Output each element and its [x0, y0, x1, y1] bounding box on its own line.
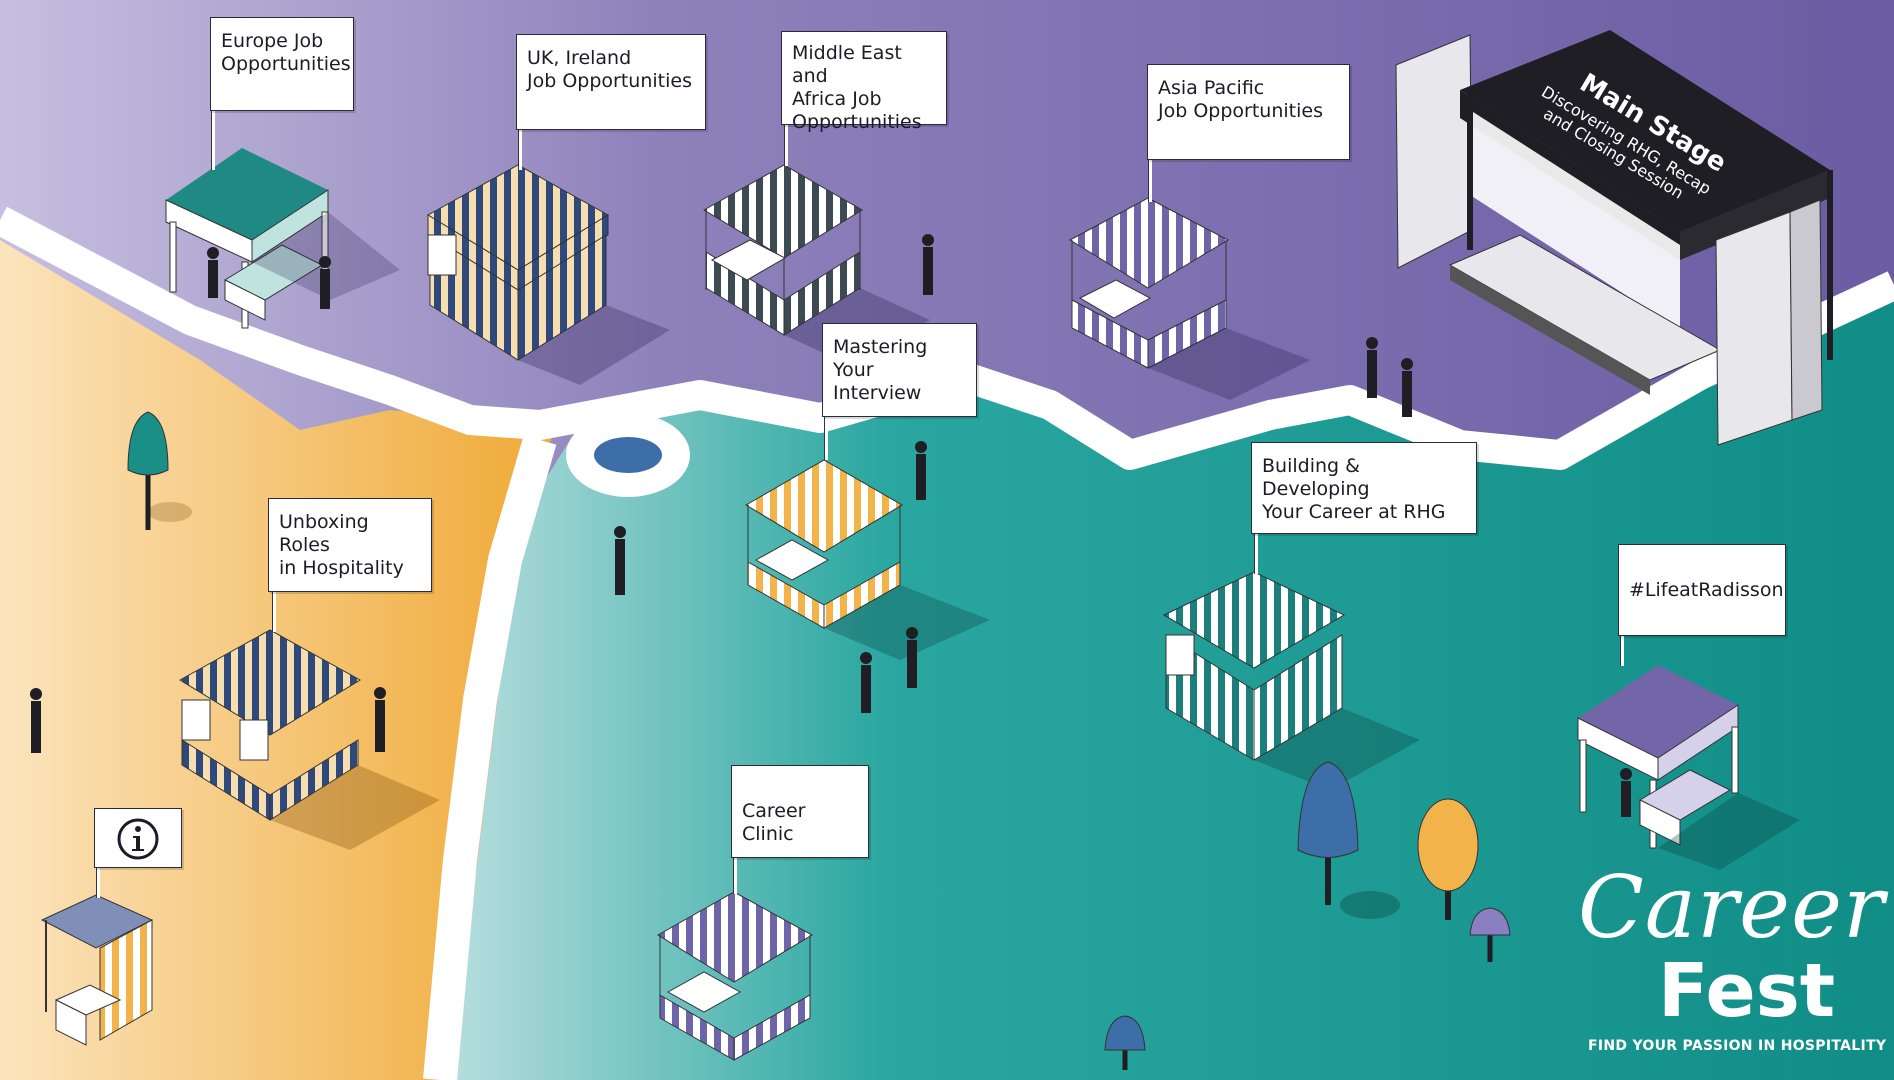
sign-lifeat-line-1: #LifeatRadisson: [1629, 579, 1784, 601]
sign-pole: [211, 110, 215, 170]
tree-orange: [1417, 798, 1479, 920]
sign-apac[interactable]: Asia Pacific Job Opportunities: [1147, 64, 1350, 160]
interview-booth[interactable]: [745, 459, 990, 660]
sign-europe-line-1: Europe Job: [221, 30, 324, 52]
sign-clinic[interactable]: Career Clinic: [731, 765, 869, 858]
sign-uk-line-2: Job Opportunities: [527, 70, 692, 92]
sign-pole: [96, 868, 100, 898]
sign-apac-line-1: Asia Pacific: [1158, 77, 1265, 99]
lifeat-booth[interactable]: [1577, 665, 1800, 870]
sign-pole: [733, 858, 737, 894]
logo-fest: Fest: [1658, 948, 1836, 1034]
sign-europe-line-2: Opportunities: [221, 53, 351, 75]
unboxing-booth[interactable]: [179, 629, 440, 850]
people: [30, 234, 1632, 817]
sign-europe[interactable]: Europe Job Opportunities: [210, 17, 354, 111]
tree-left: [127, 411, 192, 530]
uk-booth[interactable]: [427, 164, 670, 385]
career-rhg-booth[interactable]: [1162, 571, 1420, 790]
sign-uk-line-1: UK, Ireland: [527, 47, 632, 69]
sign-pole: [1620, 636, 1624, 666]
sign-mea-line-3: Opportunities: [792, 111, 922, 133]
sign-interview-line-1: Mastering Your: [833, 336, 928, 381]
sign-career-rhg-line-1: Building & Developing: [1262, 455, 1370, 500]
sign-unboxing-line-1: Unboxing Roles: [279, 511, 369, 556]
sign-interview[interactable]: Mastering Your Interview: [822, 323, 977, 417]
walkway-south: [423, 435, 557, 1080]
europe-booth[interactable]: [165, 148, 400, 329]
sign-apac-line-2: Job Opportunities: [1158, 100, 1323, 122]
sign-unboxing-line-2: in Hospitality: [279, 557, 404, 579]
sign-interview-line-2: Interview: [833, 382, 922, 404]
sign-pole: [784, 124, 788, 166]
clinic-booth[interactable]: [657, 891, 814, 1061]
logo-script: Career: [1578, 858, 1886, 958]
sign-career-rhg[interactable]: Building & Developing Your Career at RHG: [1251, 442, 1477, 534]
info-icon: [117, 818, 159, 860]
sign-lifeat[interactable]: #LifeatRadisson: [1618, 544, 1786, 636]
sign-uk[interactable]: UK, Ireland Job Opportunities: [516, 34, 706, 130]
tree-blue: [1297, 761, 1400, 919]
apac-booth[interactable]: [1068, 197, 1310, 400]
sign-career-rhg-line-2: Your Career at RHG: [1262, 501, 1446, 523]
sign-unboxing[interactable]: Unboxing Roles in Hospitality: [268, 498, 432, 592]
sign-pole: [1148, 160, 1152, 202]
sign-pole: [1254, 534, 1258, 574]
sign-pole: [272, 592, 276, 632]
sign-mea[interactable]: Middle East and Africa Job Opportunities: [781, 31, 947, 133]
mushroom-purple: [1469, 907, 1511, 962]
sign-pole: [518, 130, 522, 170]
pond: [594, 437, 662, 473]
main-stage[interactable]: [1395, 30, 1833, 446]
sign-mea-line-2: Africa Job: [792, 88, 882, 110]
sign-mea-line-1: Middle East and: [792, 42, 902, 87]
sign-pole: [824, 416, 828, 460]
mushroom-blue: [1104, 1015, 1146, 1070]
info-tent[interactable]: [40, 894, 154, 1046]
sign-info[interactable]: [94, 808, 182, 868]
logo-tagline: FIND YOUR PASSION IN HOSPITALITY: [1588, 1038, 1887, 1054]
mea-booth[interactable]: [703, 164, 930, 365]
sign-clinic-line-1: Career Clinic: [742, 800, 806, 845]
